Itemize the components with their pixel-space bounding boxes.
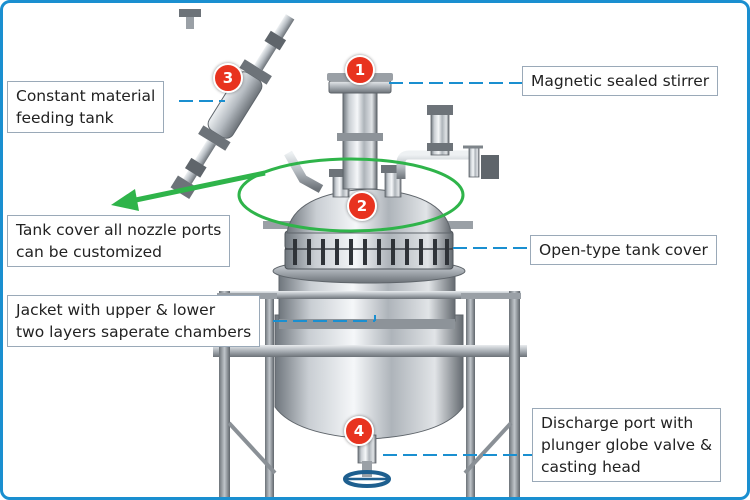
label-cover-text: Open-type tank cover: [539, 241, 708, 259]
label-open-type-tank-cover: Open-type tank cover: [530, 235, 717, 265]
label-nozzle-line-1: Tank cover all nozzle ports: [16, 221, 222, 239]
label-discharge-line-1: Discharge port with: [541, 414, 694, 432]
flange-bolts: [293, 239, 449, 265]
marker-3: 3: [213, 63, 243, 93]
label-discharge-line-3: casting head: [541, 458, 641, 476]
jacket-lower: [279, 319, 455, 329]
discharge-valve-stem: [362, 461, 372, 477]
nozzle-arrow-shaft: [130, 170, 266, 204]
discharge-handwheel: [343, 470, 391, 488]
frame-front-leg-left: [219, 291, 230, 497]
label-jacket-line-2: two layers saperate chambers: [16, 323, 252, 341]
label-jacket-line-1: Jacket with upper & lower: [16, 301, 216, 319]
label-tank-cover-nozzle-ports: Tank cover all nozzle ports can be custo…: [7, 215, 231, 267]
marker-4: 4: [344, 416, 374, 446]
label-nozzle-line-2: can be customized: [16, 243, 162, 261]
label-feeding-line-2: feeding tank: [16, 109, 114, 127]
label-feeding-line-1: Constant material: [16, 87, 156, 105]
nozzle-highlight-ellipse: [237, 157, 465, 233]
label-magnetic-sealed-stirrer: Magnetic sealed stirrer: [522, 66, 719, 96]
frame-back-leg-left: [265, 293, 274, 497]
label-jacket-chambers: Jacket with upper & lower two layers sap…: [7, 295, 261, 347]
side-pipe: [396, 150, 473, 179]
marker-2: 2: [347, 191, 377, 221]
frame-top-rail: [221, 291, 521, 299]
reactor-illustration: [111, 9, 533, 497]
frame-front-rail: [213, 345, 527, 357]
label-discharge-port: Discharge port with plunger globe valve …: [532, 408, 722, 482]
label-discharge-line-2: plunger globe valve &: [541, 436, 713, 454]
label-constant-material-feeding-tank: Constant material feeding tank: [7, 81, 165, 133]
frame-front-leg-right: [509, 291, 520, 497]
frame-side-rail-right: [461, 293, 521, 299]
label-stirrer-text: Magnetic sealed stirrer: [531, 72, 710, 90]
marker-1: 1: [345, 55, 375, 85]
nozzle-arrow-head: [111, 189, 139, 211]
feeding-tank: [170, 14, 295, 200]
frame-back-leg-right: [466, 293, 475, 497]
leader-lines: [179, 82, 533, 456]
